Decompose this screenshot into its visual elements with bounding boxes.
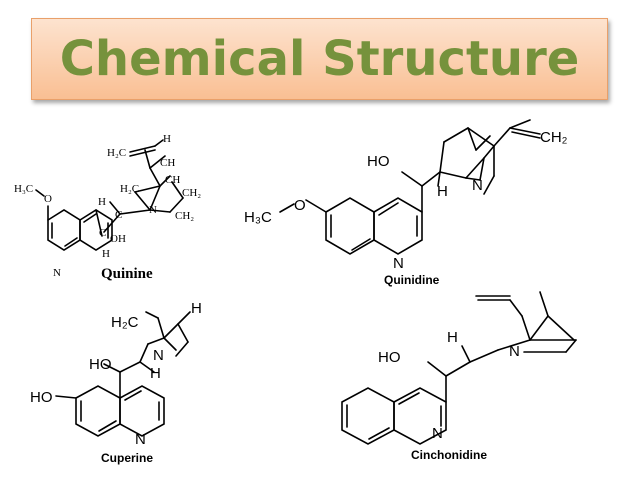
quinine-h3co: H₃C (14, 183, 33, 195)
quinidine-n-ring: N (393, 255, 404, 272)
cuperine-ho-ring: HO (30, 389, 53, 406)
cinchonidine-n: N (509, 343, 520, 360)
cinchonidine-n-ring: N (432, 425, 443, 442)
quinidine-ch2: CH₂ (540, 129, 568, 146)
quinidine-o: O (294, 197, 306, 214)
cinchonidine-ho: HO (378, 349, 401, 366)
quinine-n: N (149, 204, 157, 216)
quinine-ch-1: CH (160, 157, 175, 169)
quinidine-h3c: H₃C (244, 209, 272, 226)
cuperine-n: N (153, 347, 164, 364)
quinidine-caption: Quinidine (384, 273, 440, 287)
cuperine-n-ring: N (135, 431, 146, 448)
quinine-ch-2: CH (165, 174, 180, 186)
quinine-c-1: C (115, 209, 122, 221)
cinchonidine-h: H (447, 329, 458, 346)
cuperine-h: H (150, 365, 161, 382)
quinine-ch2-b: CH₂ (175, 210, 194, 222)
quinidine-quinoline-rings (325, 197, 423, 255)
cuperine-quinoline-rings (75, 385, 165, 437)
quinine-n-ring: N (53, 267, 61, 279)
quinine-c-2: C (99, 227, 106, 239)
cuperine-caption: Cuperine (101, 451, 154, 465)
quinidine-ho: HO (367, 153, 390, 170)
cuperine-ho: HO (89, 356, 112, 373)
quinine-oh: OH (110, 233, 126, 245)
quinine-ch2-a: CH₂ (182, 187, 201, 199)
page-title: Chemical Structure (59, 31, 580, 87)
quinidine-n: N (472, 177, 483, 194)
quinine-h2c-mid: H₂C (120, 183, 139, 195)
cinchonidine-quinoline-rings (341, 387, 447, 445)
title-banner: Chemical Structure (31, 18, 608, 100)
cuperine-h-top: H (191, 300, 202, 317)
quinine-h-left: H (98, 196, 106, 208)
cuperine-h2c: H₂C (111, 314, 139, 331)
quinine-h-top: H (163, 133, 171, 145)
quinine-caption: Quinine (101, 266, 153, 282)
quinine-h-bottom: H (102, 248, 110, 260)
quinidine-h: H (437, 183, 448, 200)
quinine-h2c: H₂C (107, 147, 126, 159)
quinine-o: O (44, 193, 52, 205)
cinchonidine-caption: Cinchonidine (411, 448, 487, 462)
